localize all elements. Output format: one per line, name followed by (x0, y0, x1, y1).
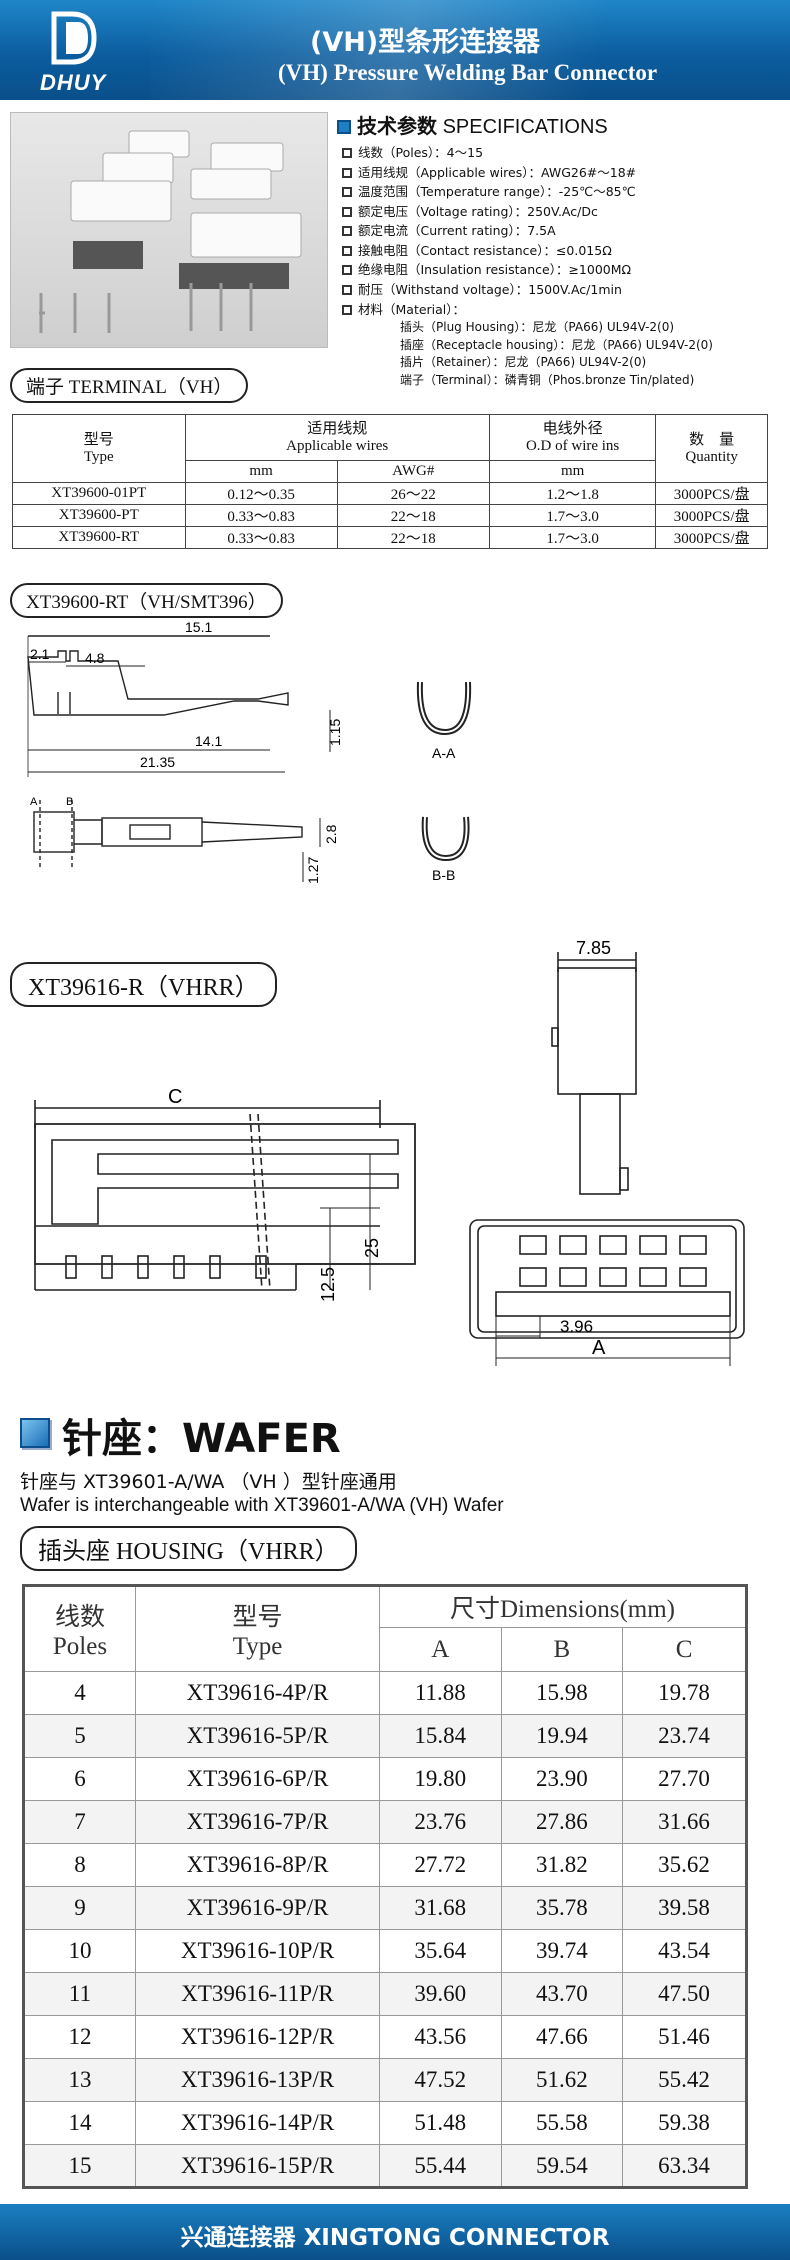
terminal-drawing-label: XT39600-RT（VH/SMT396） (10, 583, 283, 618)
bullet-square-icon (342, 226, 352, 236)
bullet-square-icon (342, 246, 352, 256)
dim-2-8: 2.8 (323, 824, 339, 844)
th-od-unit: mm (488, 460, 657, 483)
page-title-en: (VH) Pressure Welding Bar Connector (278, 60, 658, 85)
terminal-section-label: 端子 TERMINAL（VH） (10, 368, 249, 403)
th-b: B (500, 1627, 624, 1672)
dim-14-1: 14.1 (195, 733, 222, 749)
bullet-square-icon (342, 148, 352, 158)
dim-4-8: 4.8 (85, 650, 105, 666)
dim-2-1: 2.1 (30, 646, 50, 662)
dim-1-15: 1.15 (327, 719, 343, 746)
footer-bar (0, 2204, 790, 2260)
housing-drawing-label: XT39616-R（VHRR） (10, 962, 277, 1007)
material-line: 插座（Receptacle housing）：尼龙（PA66) UL94V-2(… (400, 338, 713, 352)
th-a: A (379, 1627, 502, 1672)
housing-drawing: C 25 12.5 7.85 3.96 A (34, 938, 745, 1366)
wafer-note-cn: 针座与 XT39601-A/WA （VH ）型针座通用 (20, 1471, 397, 1493)
spec-line: 线数（Poles）：4～15 (342, 142, 483, 161)
product-photo-art (39, 130, 302, 333)
header-swoosh (150, 0, 790, 100)
specs-heading: 技术参数 SPECIFICATIONS (337, 110, 608, 139)
th-mm: mm (184, 460, 338, 483)
dim-15-1: 15.1 (185, 622, 212, 635)
page-title-cn: (VH)型条形连接器 (310, 27, 541, 58)
dim-21-35: 21.35 (140, 754, 175, 770)
spec-line: 绝缘电阻（Insulation resistance）：≥1000MΩ (342, 259, 631, 278)
bullet-square-icon (342, 187, 352, 197)
dim-1-27: 1.27 (305, 857, 321, 884)
dim-12-5-label: 12.5 (318, 1267, 338, 1302)
th-awg: AWG# (336, 460, 490, 483)
spec-line: 材料（Material）： (342, 299, 465, 318)
section-b-mark: B (66, 796, 73, 808)
section-a-mark: A (30, 796, 38, 808)
th-dimensions: 尺寸Dimensions(mm) (379, 1585, 747, 1628)
th-c: C (622, 1627, 747, 1672)
dim-a-label: A (592, 1337, 606, 1359)
bullet-square-icon (342, 168, 352, 178)
bullet-square-icon (342, 265, 352, 275)
material-line: 端子（Terminal）：磷青铜（Phos.bronze Tin/plated) (400, 373, 695, 387)
bullet-square-icon (342, 207, 352, 217)
logo-text: DHUY (40, 70, 107, 95)
dim-25-label: 25 (362, 1238, 382, 1258)
wafer-note-en: Wafer is interchangeable with XT39601-A/… (20, 1495, 504, 1516)
spec-line: 耐压（Withstand voltage）：1500V.Ac/1min (342, 279, 622, 298)
logo-mark (51, 11, 97, 65)
bullet-square-icon (342, 285, 352, 295)
specs-heading-en: SPECIFICATIONS (442, 116, 608, 138)
terminal-drawing: 15.1 2.1 4.8 14.1 21.35 1.15 2.8 1.27 A-… (27, 622, 472, 884)
bullet-square-icon (342, 305, 352, 315)
product-photo (10, 112, 328, 348)
header-banner (0, 0, 790, 100)
spec-line: 温度范围（Temperature range）：-25℃～85℃ (342, 181, 636, 200)
section-bb-label: B-B (432, 867, 455, 883)
wafer-square-icon (20, 1418, 50, 1448)
section-aa-label: A-A (432, 745, 456, 761)
housing-table-label: 插头座 HOUSING（VHRR） (20, 1526, 357, 1571)
spec-line: 适用线规（Applicable wires）：AWG26#～18# (342, 162, 636, 181)
material-line: 插头（Plug Housing）：尼龙（PA66) UL94V-2(0) (400, 320, 675, 334)
heading-square-icon (337, 120, 351, 134)
wafer-title: 针座：WAFER (62, 1416, 341, 1462)
spec-line: 额定电流（Current rating）：7.5A (342, 220, 556, 239)
material-line: 插片（Retainer）：尼龙（PA66) UL94V-2(0) (400, 355, 647, 369)
dim-c-label: C (168, 1086, 182, 1108)
footer-text: 兴通连接器 XINGTONG CONNECTOR (180, 2225, 610, 2251)
dim-3-96-label: 3.96 (560, 1317, 593, 1336)
specs-heading-cn: 技术参数 (357, 116, 437, 138)
dim-7-85-label: 7.85 (576, 938, 611, 958)
spec-line: 接触电阻（Contact resistance）：≤0.015Ω (342, 240, 612, 259)
spec-line: 额定电压（Voltage rating）：250V.Ac/Dc (342, 201, 598, 220)
